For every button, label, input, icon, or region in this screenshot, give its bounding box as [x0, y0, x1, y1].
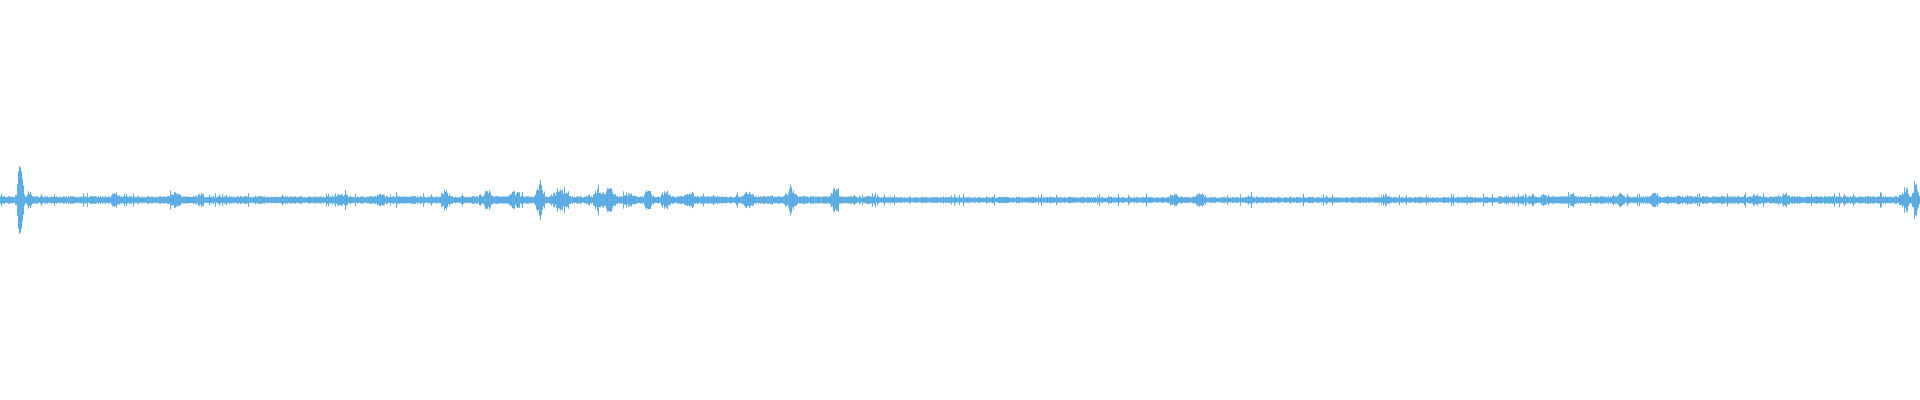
waveform-trace [0, 166, 1920, 234]
